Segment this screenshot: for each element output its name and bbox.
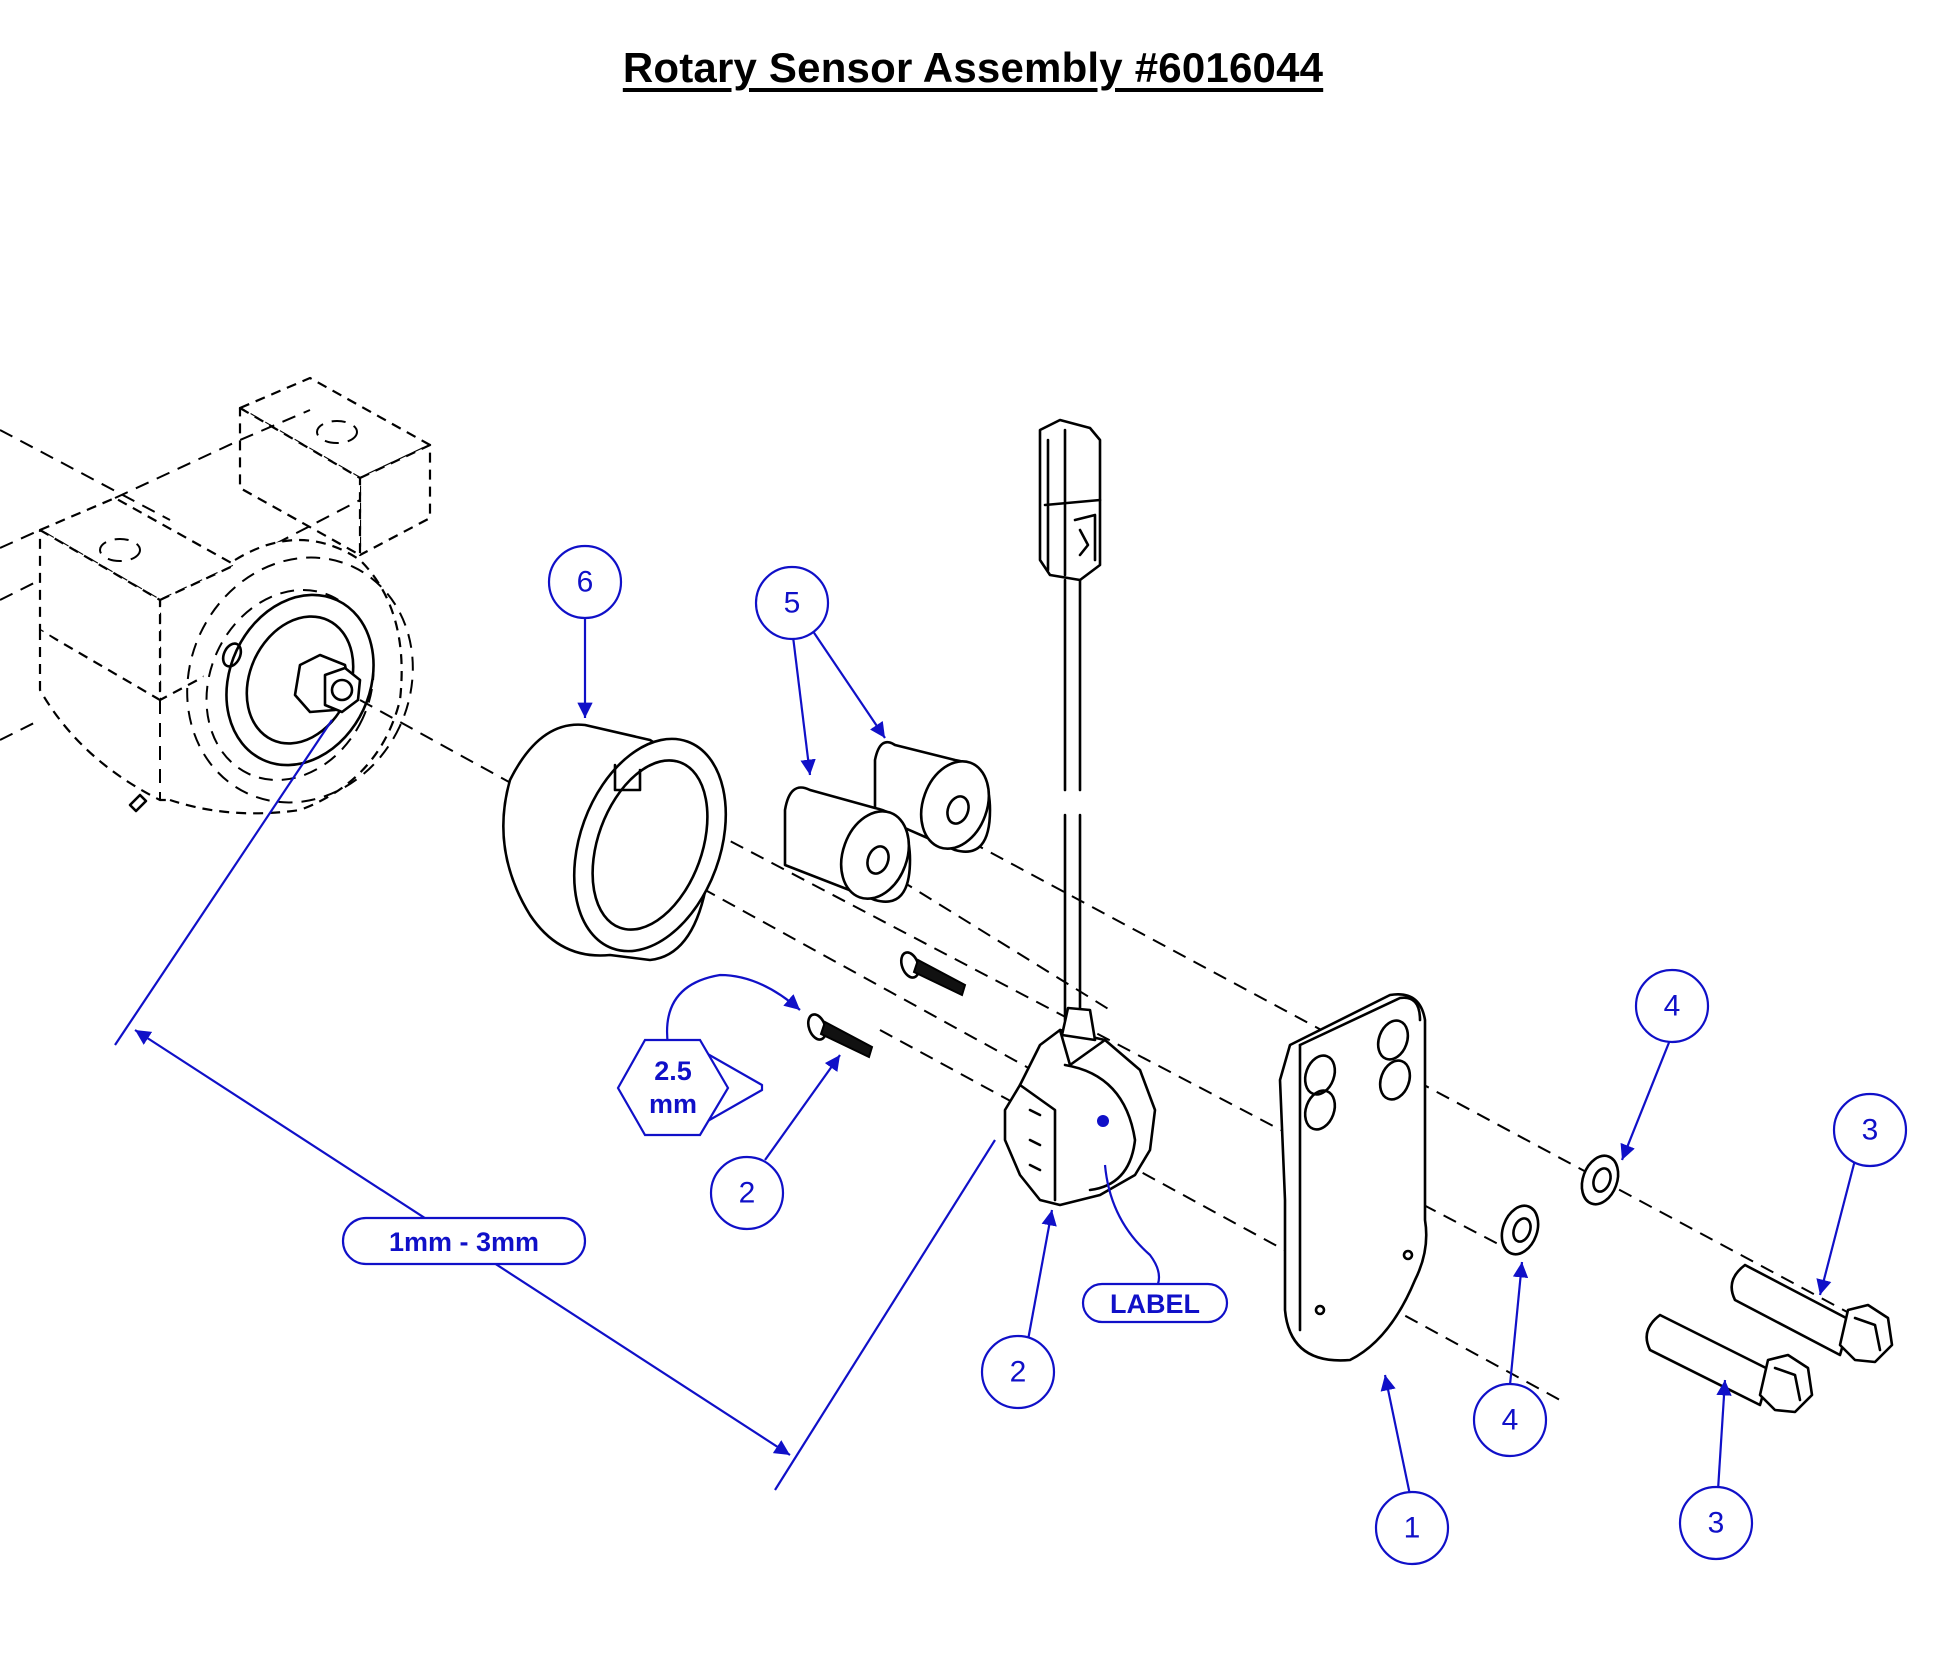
hex-key-size-note: 2.5 mm — [616, 1038, 764, 1137]
rotary-sensor-body — [1003, 1006, 1157, 1207]
callout-4-top: 4 — [1634, 968, 1710, 1044]
gap-dimension-label: 1mm - 3mm — [341, 1216, 587, 1266]
part-2-screw-upper — [899, 951, 967, 997]
part-1-mounting-plate — [1278, 992, 1428, 1362]
callout-3-top: 3 — [1832, 1092, 1908, 1168]
callout-6: 6 — [547, 544, 623, 620]
svg-text:1mm - 3mm: 1mm - 3mm — [389, 1227, 539, 1257]
callout-4-bottom: 4 — [1472, 1382, 1548, 1458]
sensor-connector-and-cable — [1038, 418, 1102, 1022]
part-6-sleeve — [502, 723, 728, 962]
svg-text:4: 4 — [1664, 990, 1681, 1023]
label-tag-note: LABEL — [1081, 1282, 1229, 1324]
svg-text:2: 2 — [739, 1177, 756, 1210]
svg-text:3: 3 — [1708, 1507, 1725, 1540]
part-4-washer-lower — [1500, 1204, 1540, 1256]
shaft-flange-and-nut — [221, 593, 375, 767]
mounting-bracket-phantom — [0, 376, 432, 815]
callout-3-bottom: 3 — [1678, 1485, 1754, 1561]
part-2-screw-lower — [806, 1013, 874, 1059]
part-5-spacer-front — [783, 786, 912, 903]
svg-text:LABEL: LABEL — [1110, 1289, 1200, 1319]
part-3-bolt-lower — [1645, 1313, 1814, 1414]
svg-text:mm: mm — [649, 1089, 697, 1119]
svg-text:3: 3 — [1862, 1114, 1879, 1147]
svg-text:4: 4 — [1502, 1404, 1519, 1437]
callout-2-left: 2 — [709, 1155, 785, 1231]
svg-text:1: 1 — [1404, 1512, 1421, 1545]
svg-text:5: 5 — [784, 587, 801, 620]
callout-5: 5 — [754, 565, 830, 641]
callout-leaders — [577, 611, 1857, 1496]
part-4-washer-upper — [1580, 1154, 1620, 1206]
page-title: Rotary Sensor Assembly #6016044 — [622, 44, 1324, 91]
callout-1: 1 — [1374, 1490, 1450, 1566]
callout-2-bottom: 2 — [980, 1334, 1056, 1410]
svg-text:6: 6 — [577, 566, 594, 599]
svg-text:2: 2 — [1010, 1356, 1027, 1389]
part-3-bolt-upper — [1730, 1263, 1894, 1364]
svg-text:2.5: 2.5 — [654, 1056, 692, 1086]
